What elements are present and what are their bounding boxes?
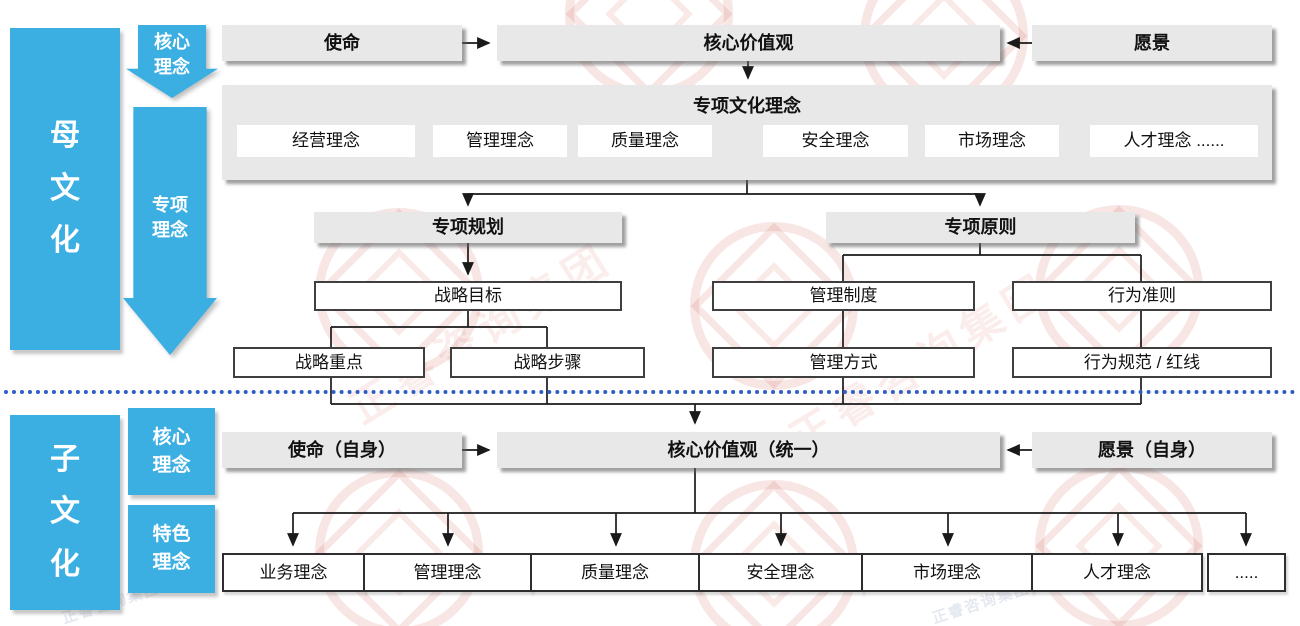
parent-special-arrow: 专项理念 [123, 107, 217, 355]
behavior-norms-box: 行为规范 / 红线 [1012, 347, 1272, 378]
special-culture-item: 安全理念 [763, 125, 908, 157]
child-core-values-box: 核心价值观（统一） [497, 432, 1000, 468]
child-core-tag: 核心理念 [128, 408, 215, 495]
special-culture-container: 专项文化理念 经营理念 管理理念 质量理念 安全理念 市场理念 人才理念 ...… [222, 85, 1272, 180]
parent-core-label: 核心理念 [153, 32, 190, 78]
down-arrow-icon: 专项理念 [123, 107, 217, 355]
concept-cell-ellipsis: ..... [1207, 553, 1286, 592]
down-arrow-icon: 核心理念 [126, 25, 218, 98]
child-vision-box: 愿景（自身） [1032, 432, 1272, 468]
special-principles-box: 专项原则 [826, 212, 1135, 243]
watermark-seal-icon [315, 468, 483, 626]
parent-culture-bar: 母文化 [10, 28, 120, 350]
management-method-box: 管理方式 [712, 347, 975, 378]
concept-cell: 业务理念 [222, 553, 365, 592]
child-feature-tag: 特色理念 [128, 505, 215, 593]
child-culture-label: 子文化 [50, 442, 80, 581]
section-divider [4, 390, 1296, 394]
parent-core-arrow: 核心理念 [126, 25, 218, 98]
child-culture-bar: 子文化 [10, 415, 120, 610]
vision-box: 愿景 [1032, 25, 1272, 61]
code-of-conduct-box: 行为准则 [1012, 281, 1272, 311]
strategic-goal-box: 战略目标 [314, 281, 622, 311]
concept-cell: 安全理念 [698, 553, 863, 592]
special-planning-box: 专项规划 [314, 212, 622, 243]
child-core-label: 核心理念 [152, 426, 191, 476]
special-culture-item: 市场理念 [925, 125, 1059, 157]
special-culture-item: 经营理念 [237, 125, 415, 157]
concept-cell: 质量理念 [530, 553, 700, 592]
concept-cell: 市场理念 [861, 553, 1033, 592]
concept-cell: 管理理念 [363, 553, 532, 592]
core-values-box: 核心价值观 [497, 25, 1000, 61]
mission-box: 使命 [222, 25, 462, 61]
special-culture-title: 专项文化理念 [693, 96, 801, 116]
parent-culture-label: 母文化 [50, 119, 80, 258]
special-culture-item: 管理理念 [433, 125, 567, 157]
strategic-steps-box: 战略步骤 [450, 347, 645, 378]
child-mission-box: 使命（自身） [222, 432, 462, 468]
special-culture-item: 人才理念 ...... [1090, 125, 1258, 157]
strategic-focus-box: 战略重点 [233, 347, 425, 378]
parent-special-label: 专项理念 [151, 195, 188, 241]
child-feature-label: 特色理念 [152, 524, 191, 573]
special-culture-item: 质量理念 [578, 125, 712, 157]
management-system-box: 管理制度 [712, 281, 975, 311]
concept-cell: 人才理念 [1031, 553, 1203, 592]
